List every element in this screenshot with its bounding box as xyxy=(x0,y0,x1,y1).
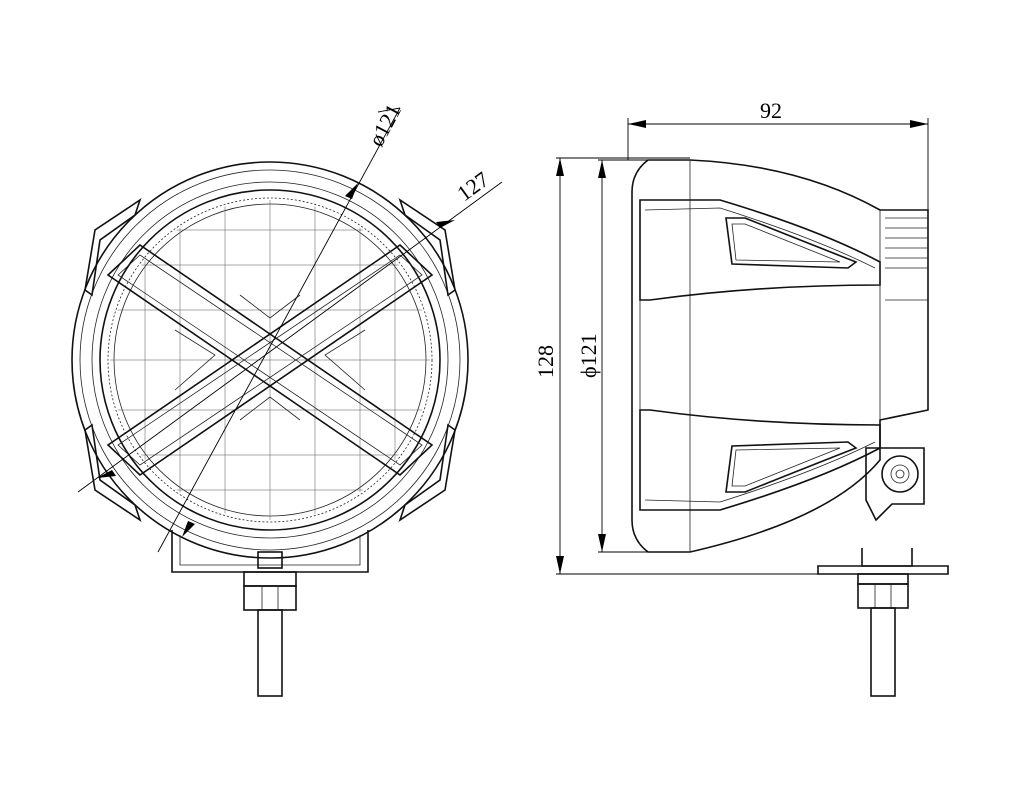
dimension-phi-121: ϕ121 xyxy=(576,159,648,553)
nut xyxy=(243,571,297,587)
pivot-bolt xyxy=(881,455,919,493)
phi-121-label: ϕ121 xyxy=(576,333,601,378)
mount-bracket-front xyxy=(171,530,369,697)
heatsink-fins xyxy=(885,217,928,301)
dim-127-label: 127 xyxy=(452,166,493,206)
dim-92-label: 92 xyxy=(760,98,782,123)
lens-ring xyxy=(107,197,433,523)
upper-vent xyxy=(725,217,858,269)
dimension-128: 128 xyxy=(533,157,818,575)
outer-housing-ring xyxy=(71,161,469,559)
side-bolt-shaft xyxy=(870,607,896,697)
front-view: ø121 127 xyxy=(71,100,503,697)
side-nut xyxy=(857,583,909,609)
reflector-grid xyxy=(110,200,430,520)
bolt-shaft xyxy=(257,609,283,697)
pivot-bracket xyxy=(817,447,949,697)
side-housing xyxy=(631,159,929,553)
dia-121-label: ø121 xyxy=(363,100,406,151)
dimension-92: 92 xyxy=(627,98,929,210)
housing-clips xyxy=(84,198,456,522)
x-light-bar xyxy=(106,243,434,477)
lower-vent xyxy=(725,441,858,493)
side-view: 92 128 ϕ121 xyxy=(533,98,949,697)
dim-128-label: 128 xyxy=(533,345,558,378)
